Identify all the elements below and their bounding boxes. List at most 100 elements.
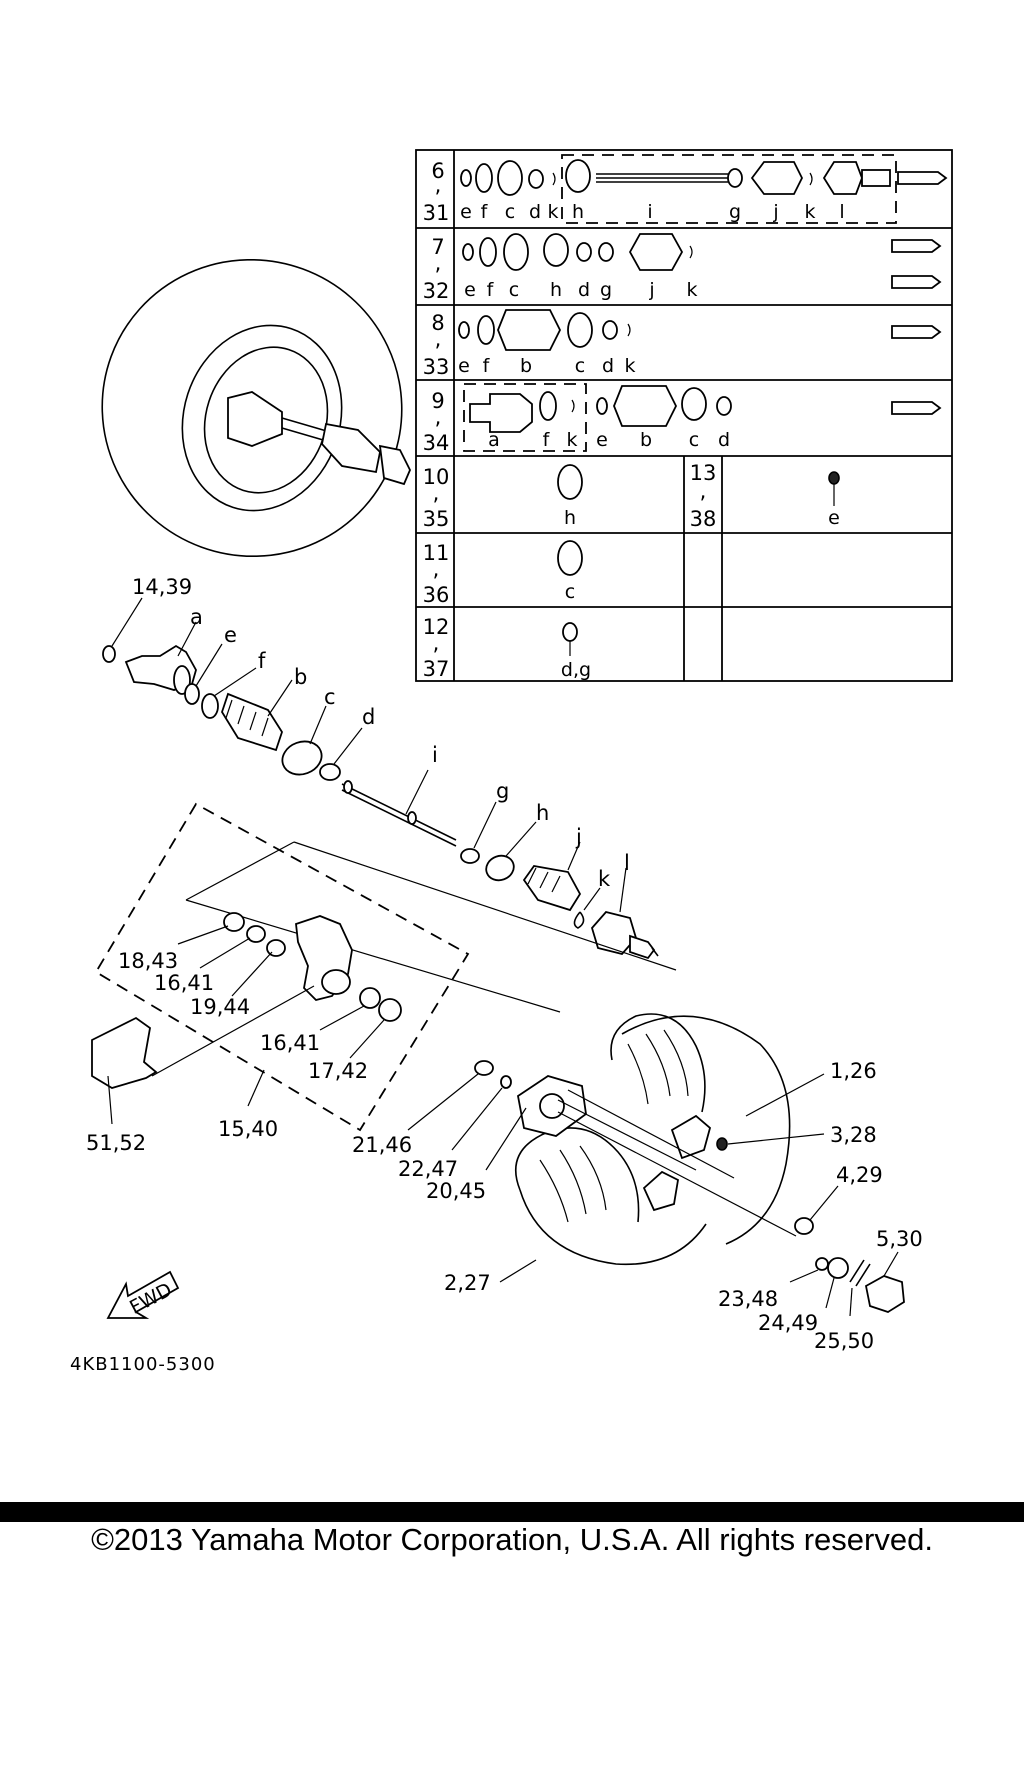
row-6-part-c: c — [565, 581, 575, 603]
row-2-part-g: g — [600, 279, 612, 301]
row-3-part-c: c — [575, 355, 585, 377]
row-6-number-bottom: 36 — [423, 583, 450, 607]
callout-16-41-right: 16,41 — [260, 1031, 320, 1055]
row-1-part-d: d — [529, 201, 541, 223]
callout-22-47: 22,47 — [398, 1157, 458, 1181]
callout-2-27: 2,27 — [444, 1271, 491, 1295]
exploded-part-a: a — [190, 605, 203, 629]
row-5-number-top: 10 — [423, 465, 450, 489]
callout-5-30: 5,30 — [876, 1227, 923, 1251]
row-2-part-e: e — [464, 279, 476, 301]
row-5-right-number-top: 13 — [690, 461, 717, 485]
callout-19-44: 19,44 — [190, 995, 250, 1019]
row-2-part-k: k — [686, 279, 697, 301]
callout-25-50: 25,50 — [814, 1329, 874, 1353]
table-row-4-parts: a f k e b c d — [469, 385, 942, 451]
row-1-part-l: l — [839, 201, 844, 223]
row-1-part-h: h — [572, 201, 584, 223]
row-3-number-top: 8 — [431, 311, 444, 335]
row-4-part-f: f — [543, 429, 551, 451]
parts-reference-table — [415, 149, 953, 682]
wheel-assembly: 21,46 22,47 20,45 1,26 3,28 4,29 23,48 2… — [352, 1013, 923, 1353]
row-1-part-i: i — [647, 201, 652, 223]
row-2-part-h: h — [550, 279, 562, 301]
row-5-right-number-bottom: 38 — [690, 507, 717, 531]
table-row-1-parts: e f c d k h i g j k l — [460, 159, 948, 223]
exploded-part-k: k — [598, 867, 611, 891]
row-4-part-e: e — [596, 429, 608, 451]
row-5-number-bottom: 35 — [423, 507, 450, 531]
row-4-part-a: a — [488, 429, 500, 451]
row-2-sep: , — [435, 251, 442, 275]
row-5-part-h: h — [564, 507, 576, 529]
exploded-part-j: j — [575, 825, 582, 849]
row-1-number-bottom: 31 — [423, 201, 450, 225]
guard-part: 51,52 — [86, 1016, 158, 1155]
callout-3-28: 3,28 — [830, 1123, 877, 1147]
row-7-number-top: 12 — [423, 615, 450, 639]
row-3-part-f: f — [483, 355, 491, 377]
row-4-number-top: 9 — [431, 389, 444, 413]
exploded-part-h: h — [536, 801, 549, 825]
row-1-part-e: e — [460, 201, 472, 223]
table-row-3-parts: e f b c d k — [458, 309, 942, 377]
row-2-part-f: f — [487, 279, 495, 301]
exploded-part-c: c — [324, 685, 336, 709]
row-1-part-c: c — [505, 201, 515, 223]
row-3-part-d: d — [602, 355, 614, 377]
row-7-sep: , — [433, 631, 440, 655]
row-5-right-part-e: e — [828, 507, 840, 529]
row-2-part-j: j — [648, 279, 654, 301]
callout-20-45: 20,45 — [426, 1179, 486, 1203]
row-5-right-sep: , — [700, 479, 707, 503]
callout-24-49: 24,49 — [758, 1311, 818, 1335]
row-1-part-j: j — [772, 201, 778, 223]
callout-15-40: 15,40 — [218, 1117, 278, 1141]
row-4-part-c: c — [689, 429, 699, 451]
row-1-part-k2: k — [804, 201, 815, 223]
row-1-part-k: k — [547, 201, 558, 223]
row-7-part-dg: d,g — [561, 659, 591, 681]
footer-divider — [0, 1502, 1024, 1522]
exploded-drive-shaft: 14,39 a e f b c d i — [102, 575, 677, 1013]
row-2-number-top: 7 — [431, 235, 444, 259]
row-3-part-b: b — [520, 355, 532, 377]
table-row-numbers: 6 , 31 7 , 32 8 , 33 9 , 34 10 , 35 13 ,… — [423, 159, 717, 681]
row-3-part-k: k — [624, 355, 635, 377]
row-1-part-g: g — [729, 201, 741, 223]
drawing-code: 4KB1100-5300 — [70, 1354, 216, 1375]
row-1-number-top: 6 — [431, 159, 444, 183]
callout-18-43: 18,43 — [118, 949, 178, 973]
callout-51-52: 51,52 — [86, 1131, 146, 1155]
table-row-2-parts: e f c h d g j k — [462, 233, 942, 301]
row-2-part-d: d — [578, 279, 590, 301]
callout-23-48: 23,48 — [718, 1287, 778, 1311]
row-4-part-k: k — [566, 429, 577, 451]
row-3-part-e: e — [458, 355, 470, 377]
exploded-part-i: i — [432, 743, 438, 767]
callout-14-39: 14,39 — [132, 575, 192, 599]
fwd-arrow-icon: FWD — [106, 1270, 180, 1319]
callout-4-29: 4,29 — [836, 1163, 883, 1187]
exploded-part-e: e — [224, 623, 237, 647]
row-6-sep: , — [433, 557, 440, 581]
exploded-part-b: b — [294, 665, 307, 689]
row-2-number-bottom: 32 — [423, 279, 450, 303]
row-7-number-bottom: 37 — [423, 657, 450, 681]
row-5-sep: , — [433, 481, 440, 505]
row-3-number-bottom: 33 — [423, 355, 450, 379]
copyright-text: ©2013 Yamaha Motor Corporation, U.S.A. A… — [91, 1522, 933, 1557]
exploded-part-f: f — [258, 649, 266, 673]
row-1-part-f: f — [481, 201, 489, 223]
callout-1-26: 1,26 — [830, 1059, 877, 1083]
row-4-sep: , — [435, 405, 442, 429]
table-row-5-7-parts: h e c d,g — [557, 464, 840, 681]
assembled-wheel-illustration — [101, 258, 411, 558]
callout-21-46: 21,46 — [352, 1133, 412, 1157]
exploded-part-d: d — [362, 705, 375, 729]
row-6-number-top: 11 — [423, 541, 450, 565]
row-4-number-bottom: 34 — [423, 431, 450, 455]
row-3-sep: , — [435, 327, 442, 351]
row-2-part-c: c — [509, 279, 519, 301]
